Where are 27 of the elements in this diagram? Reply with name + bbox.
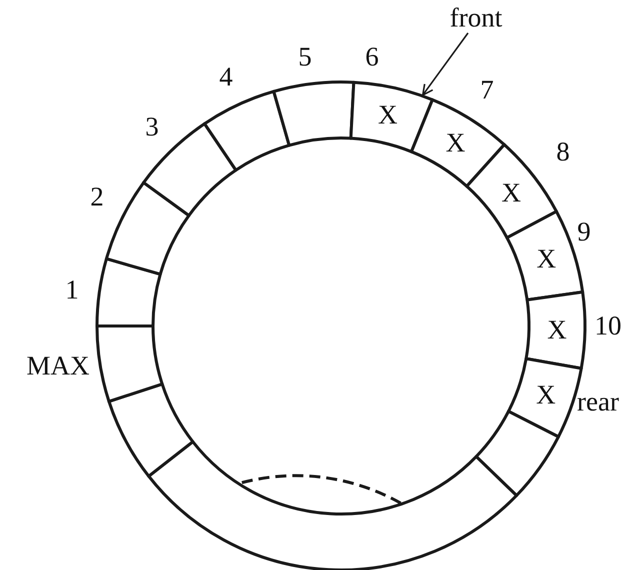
queue-slot <box>348 80 435 154</box>
slot-mark: X <box>536 246 556 273</box>
slot-mark: X <box>501 180 521 207</box>
queue-slot <box>474 409 561 498</box>
slot-index: 1 <box>65 276 79 304</box>
slot-index: 3 <box>145 114 159 140</box>
slot-index: 7 <box>480 76 494 104</box>
queue-slot <box>146 439 519 570</box>
slot-index: rear <box>577 388 619 416</box>
slot-index: 5 <box>298 44 312 70</box>
slot-index: MAX <box>26 352 90 380</box>
slot-index: 9 <box>577 218 591 246</box>
queue-slot <box>202 89 292 173</box>
slot-index: 10 <box>594 312 622 340</box>
slot-index: 2 <box>90 184 104 210</box>
queue-slot <box>95 324 165 404</box>
arrow <box>422 32 469 96</box>
slot-index: 4 <box>219 64 233 90</box>
slot-mark: X <box>446 129 466 156</box>
queue-slot <box>104 180 191 277</box>
slot-mark: X <box>378 102 398 129</box>
pointer-label: front <box>450 4 502 32</box>
slot-index: 8 <box>556 138 570 166</box>
slot-mark: X <box>536 381 556 408</box>
queue-slot <box>464 142 559 240</box>
slot-index: 6 <box>365 44 379 70</box>
queue-slot <box>106 382 195 479</box>
